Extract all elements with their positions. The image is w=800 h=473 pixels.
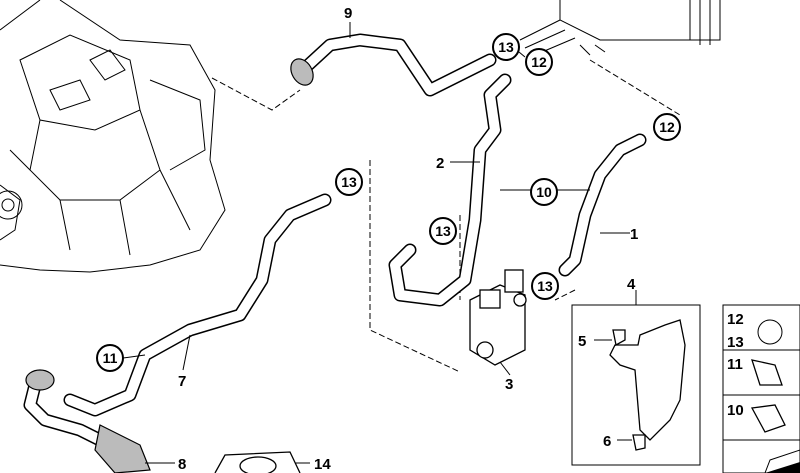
legend-label-11: 11 [727, 356, 743, 373]
svg-text:13: 13 [435, 223, 451, 239]
hose-1 [558, 133, 647, 277]
circled-callout-13: 13 [531, 272, 559, 300]
circled-callout-12: 12 [653, 113, 681, 141]
callout-14: 14 [314, 456, 331, 473]
callout-6: 6 [603, 433, 611, 450]
hose-7 [63, 193, 332, 417]
legend-label-13: 13 [727, 334, 744, 351]
legend-label-10: 10 [727, 402, 744, 419]
legend-label-12: 12 [727, 311, 744, 328]
svg-text:13: 13 [341, 174, 357, 190]
bracket-panel [571, 290, 701, 466]
circled-callout-11: 11 [96, 344, 124, 372]
clip-6 [632, 434, 646, 451]
hose-9 [290, 33, 497, 97]
callout-3: 3 [505, 376, 513, 393]
dashed-leaders [211, 59, 681, 373]
heater-core-illustration [519, 0, 721, 56]
svg-text:13: 13 [498, 39, 514, 55]
circled-callout-10: 10 [530, 178, 558, 206]
svg-text:12: 12 [531, 54, 547, 70]
callout-8: 8 [178, 456, 186, 473]
grommet-5 [612, 329, 626, 347]
hose-8 [23, 369, 151, 473]
hose-2 [388, 73, 512, 307]
callout-7: 7 [178, 373, 186, 390]
callout-5: 5 [578, 333, 586, 350]
legend-panel: 12 13 11 10 [722, 304, 800, 473]
circled-callout-13: 13 [429, 217, 457, 245]
callout-9: 9 [344, 5, 352, 22]
callout-4: 4 [627, 276, 636, 293]
clip-10-icon [750, 404, 786, 433]
engine-block-illustration [0, 0, 226, 273]
flange-14 [214, 451, 301, 473]
svg-text:10: 10 [536, 184, 552, 200]
circled-callout-13: 13 [492, 33, 520, 61]
leader-lines [122, 22, 630, 464]
svg-text:13: 13 [537, 278, 553, 294]
svg-text:11: 11 [103, 350, 118, 366]
hose-clamp-icon [757, 319, 783, 345]
clip-11-icon [751, 359, 783, 386]
callout-2: 2 [436, 155, 444, 172]
svg-text:12: 12 [659, 119, 675, 135]
circled-callout-13: 13 [335, 168, 363, 196]
callout-1: 1 [630, 226, 638, 243]
pump-8 [94, 424, 151, 473]
circled-callout-12: 12 [525, 48, 553, 76]
valve-3 [469, 269, 527, 366]
